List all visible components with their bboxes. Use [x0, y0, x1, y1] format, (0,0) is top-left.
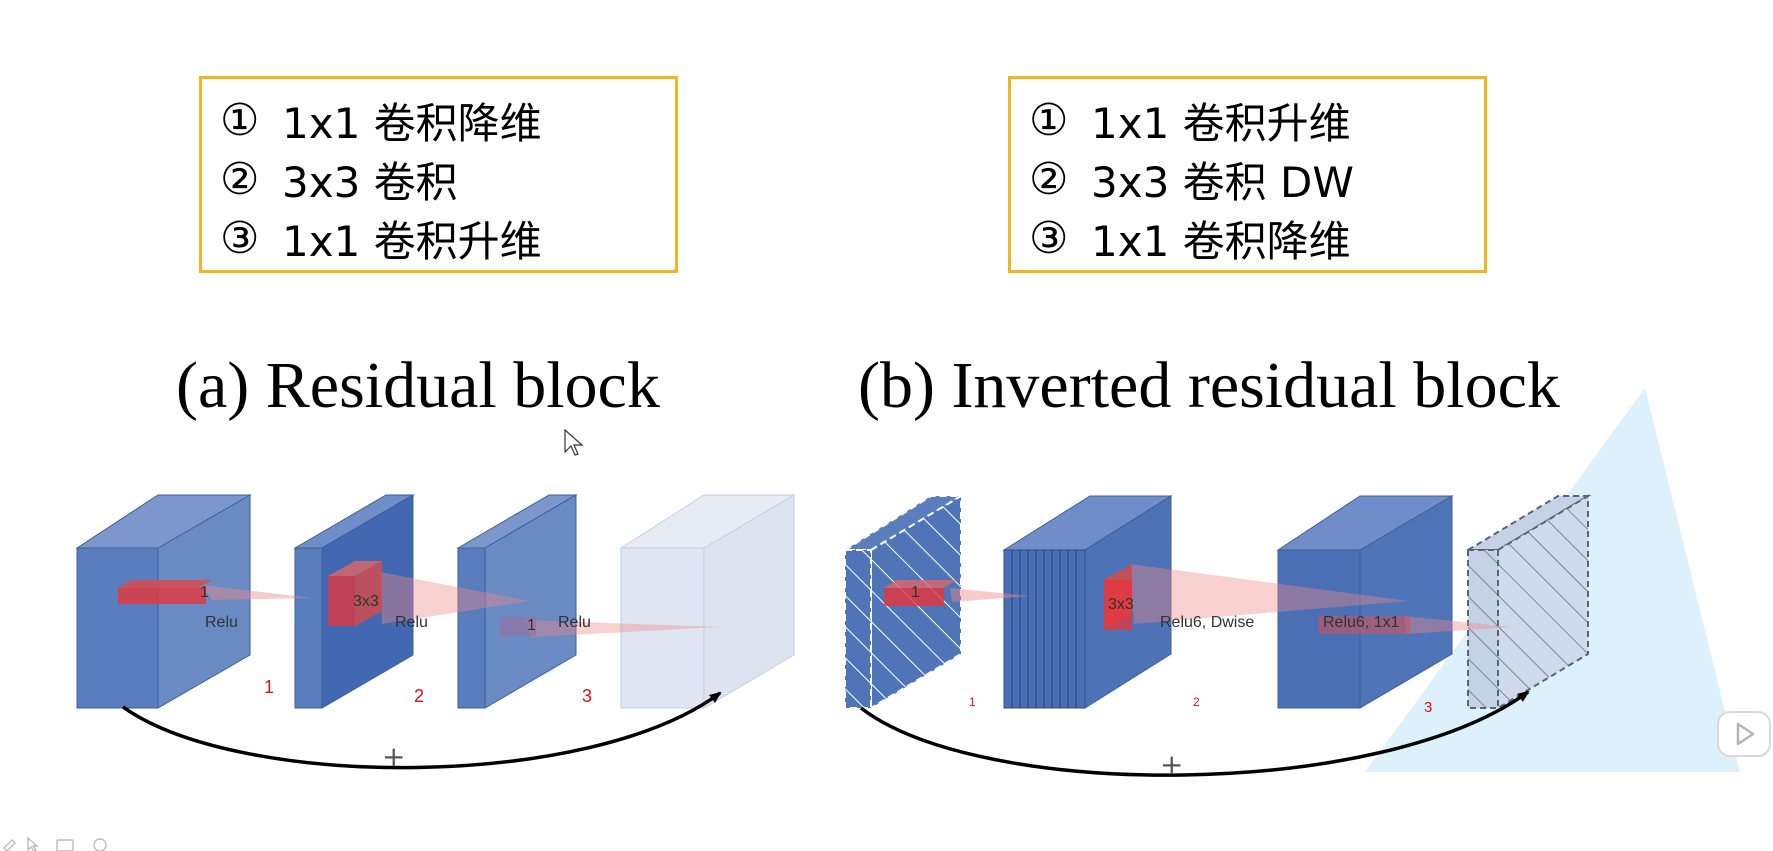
sum-symbol: +: [382, 740, 405, 773]
play-icon[interactable]: [1717, 711, 1771, 757]
kernel-label: 1: [911, 584, 920, 601]
inverted-skip-arrow: [859, 690, 1530, 777]
activation-label: Relu: [558, 614, 591, 631]
stage-number: 3: [582, 686, 592, 706]
residual-kernel-beam-3: [525, 620, 720, 637]
inverted-residual-block-title: (b) Inverted residual block: [858, 349, 1560, 422]
residual-step-2: ② 3x3 卷积: [220, 150, 675, 209]
sum-symbol: +: [1160, 748, 1183, 781]
inverted-step-3: ③ 1x1 卷积降维: [1029, 209, 1484, 268]
residual-kernel-beam-1: [202, 585, 312, 600]
step-text: 3x3 卷积 DW: [1091, 158, 1354, 207]
inverted-kernel-2: [1104, 564, 1132, 630]
residual-tensor-4-faded: [619, 494, 796, 709]
step-number: ③: [220, 213, 260, 264]
residual-kernel-2: [328, 561, 382, 626]
kernel-label: 1: [200, 584, 209, 601]
stage-number: 3: [1424, 699, 1432, 716]
step-text: 3x3 卷积: [282, 158, 458, 207]
stage-number: 2: [1193, 695, 1200, 709]
residual-tensor-3: [456, 494, 578, 709]
residual-step-1: ① 1x1 卷积降维: [220, 91, 675, 150]
step-text: 1x1 卷积升维: [282, 217, 542, 266]
zoom-icon[interactable]: [93, 838, 107, 851]
slide-toolbar: [3, 836, 107, 851]
inverted-kernel-1: [884, 580, 956, 606]
residual-step-3: ③ 1x1 卷积升维: [220, 209, 675, 268]
inverted-tensor-4-hatched-faded: [1464, 494, 1592, 710]
stage-number: 2: [414, 686, 424, 706]
kernel-label: 3x3: [353, 593, 379, 610]
step-number: ②: [1029, 154, 1069, 205]
activation-label: Relu6, Dwise: [1160, 614, 1254, 631]
inverted-kernel-beam-3: [1404, 616, 1512, 634]
step-text: 1x1 卷积降维: [1091, 217, 1351, 266]
residual-kernel-beam-2: [380, 572, 530, 624]
pointer-icon[interactable]: [27, 836, 39, 851]
residual-block-title: (a) Residual block: [176, 349, 660, 422]
inverted-kernel-3: [1318, 616, 1410, 634]
activation-label: Relu: [205, 614, 238, 631]
inverted-steps-box: ① 1x1 卷积升维 ② 3x3 卷积 DW ③ 1x1 卷积降维: [1008, 76, 1487, 273]
residual-kernel-1: [118, 580, 212, 604]
mouse-cursor-icon: [564, 428, 584, 456]
step-text: 1x1 卷积降维: [282, 99, 542, 148]
image-icon[interactable]: [56, 839, 74, 851]
residual-skip-arrow: [121, 691, 722, 770]
inverted-kernel-beam-2: [1130, 564, 1408, 624]
activation-label: Relu6, 1x1: [1323, 614, 1400, 631]
kernel-label: 3x3: [1108, 596, 1134, 613]
kernel-label: 1: [527, 617, 536, 634]
channel-slice-lines: [1011, 550, 1077, 708]
step-text: 1x1 卷积升维: [1091, 99, 1351, 148]
activation-label: Relu: [395, 614, 428, 631]
step-number: ①: [220, 95, 260, 146]
pen-icon[interactable]: [3, 839, 16, 851]
step-number: ①: [1029, 95, 1069, 146]
step-number: ③: [1029, 213, 1069, 264]
inverted-step-2: ② 3x3 卷积 DW: [1029, 150, 1484, 209]
inverted-kernel-beam-1: [950, 588, 1030, 602]
stage-number: 1: [969, 695, 976, 709]
stage-number: 1: [264, 677, 274, 697]
inverted-step-1: ① 1x1 卷积升维: [1029, 91, 1484, 150]
step-number: ②: [220, 154, 260, 205]
residual-kernel-3: [500, 617, 536, 636]
residual-steps-box: ① 1x1 卷积降维 ② 3x3 卷积 ③ 1x1 卷积升维: [199, 76, 678, 273]
